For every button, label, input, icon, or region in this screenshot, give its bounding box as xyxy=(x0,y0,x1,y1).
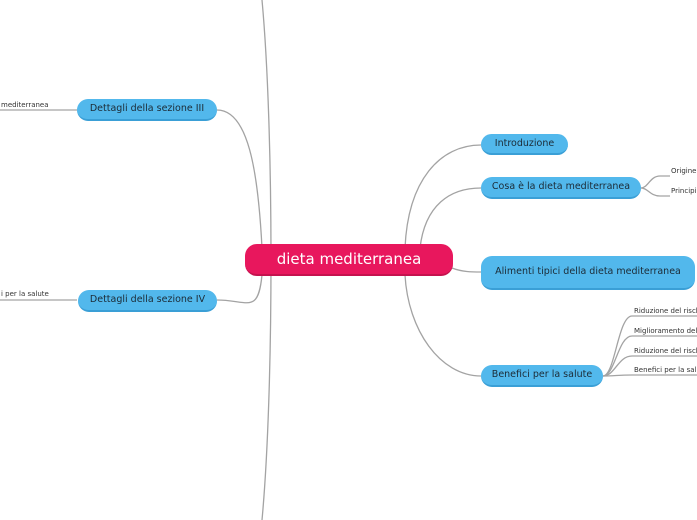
connector-leaf-b4 xyxy=(602,374,697,377)
connector-cosa xyxy=(419,187,482,249)
central-topic[interactable]: dieta mediterranea xyxy=(245,244,453,276)
subtopic-origine[interactable]: Origine xyxy=(671,167,696,176)
topic-alimenti-tipici[interactable]: Alimenti tipici della dieta mediterranea xyxy=(481,256,695,290)
connector-benefici xyxy=(404,274,482,377)
subtopic-origine-label: Origine xyxy=(671,167,697,175)
subtopic-sezione-iv[interactable]: i per la salute xyxy=(1,290,49,299)
connector-leaf-b3 xyxy=(602,355,697,377)
connector-leaf-origine xyxy=(640,175,670,189)
topic-sezione-iii[interactable]: Dettagli della sezione III xyxy=(77,99,217,121)
connector-alimenti xyxy=(451,267,482,273)
topic-benefici-label: Benefici per la salute xyxy=(491,369,593,381)
topic-sezione-iii-label: Dettagli della sezione III xyxy=(89,103,205,115)
subtopic-benefici-3[interactable]: Riduzione del risch xyxy=(634,347,697,356)
topic-sezione-iv-label: Dettagli della sezione IV xyxy=(89,294,206,306)
subtopic-sezione-iv-label: i per la salute xyxy=(1,290,49,298)
subtopic-principi-label: Principi xyxy=(671,187,697,195)
subtopic-benefici-3-label: Riduzione del risch xyxy=(634,347,697,355)
connector-introduzione xyxy=(404,144,482,249)
topic-sezione-iv[interactable]: Dettagli della sezione IV xyxy=(78,290,217,312)
connector-sezione4 xyxy=(216,274,263,304)
subtopic-sezione-iii-label: mediterranea xyxy=(1,101,49,109)
connector-leaf-b1 xyxy=(602,315,697,377)
subtopic-principi[interactable]: Principi xyxy=(671,187,697,196)
topic-cosa-e-la-dieta[interactable]: Cosa è la dieta mediterranea xyxy=(481,177,641,199)
subtopic-sezione-iii[interactable]: mediterranea xyxy=(1,101,49,110)
topic-benefici[interactable]: Benefici per la salute xyxy=(481,365,603,387)
topic-introduzione-label: Introduzione xyxy=(494,137,555,149)
subtopic-benefici-1[interactable]: Riduzione del risch xyxy=(634,307,697,316)
connector-sezione3 xyxy=(216,109,263,249)
topic-alimenti-label: Alimenti tipici della dieta mediterranea xyxy=(495,266,681,278)
connector-leaf-principi xyxy=(640,187,670,197)
topic-introduzione[interactable]: Introduzione xyxy=(481,134,568,155)
subtopic-benefici-4-label: Benefici per la salu xyxy=(634,366,697,374)
topic-cosa-label: Cosa è la dieta mediterranea xyxy=(491,181,631,193)
subtopic-benefici-1-label: Riduzione del risch xyxy=(634,307,697,315)
central-topic-label: dieta mediterranea xyxy=(276,249,422,268)
subtopic-benefici-4[interactable]: Benefici per la salu xyxy=(634,366,697,375)
subtopic-benefici-2-label: Miglioramento del xyxy=(634,327,697,335)
subtopic-benefici-2[interactable]: Miglioramento del xyxy=(634,327,697,336)
